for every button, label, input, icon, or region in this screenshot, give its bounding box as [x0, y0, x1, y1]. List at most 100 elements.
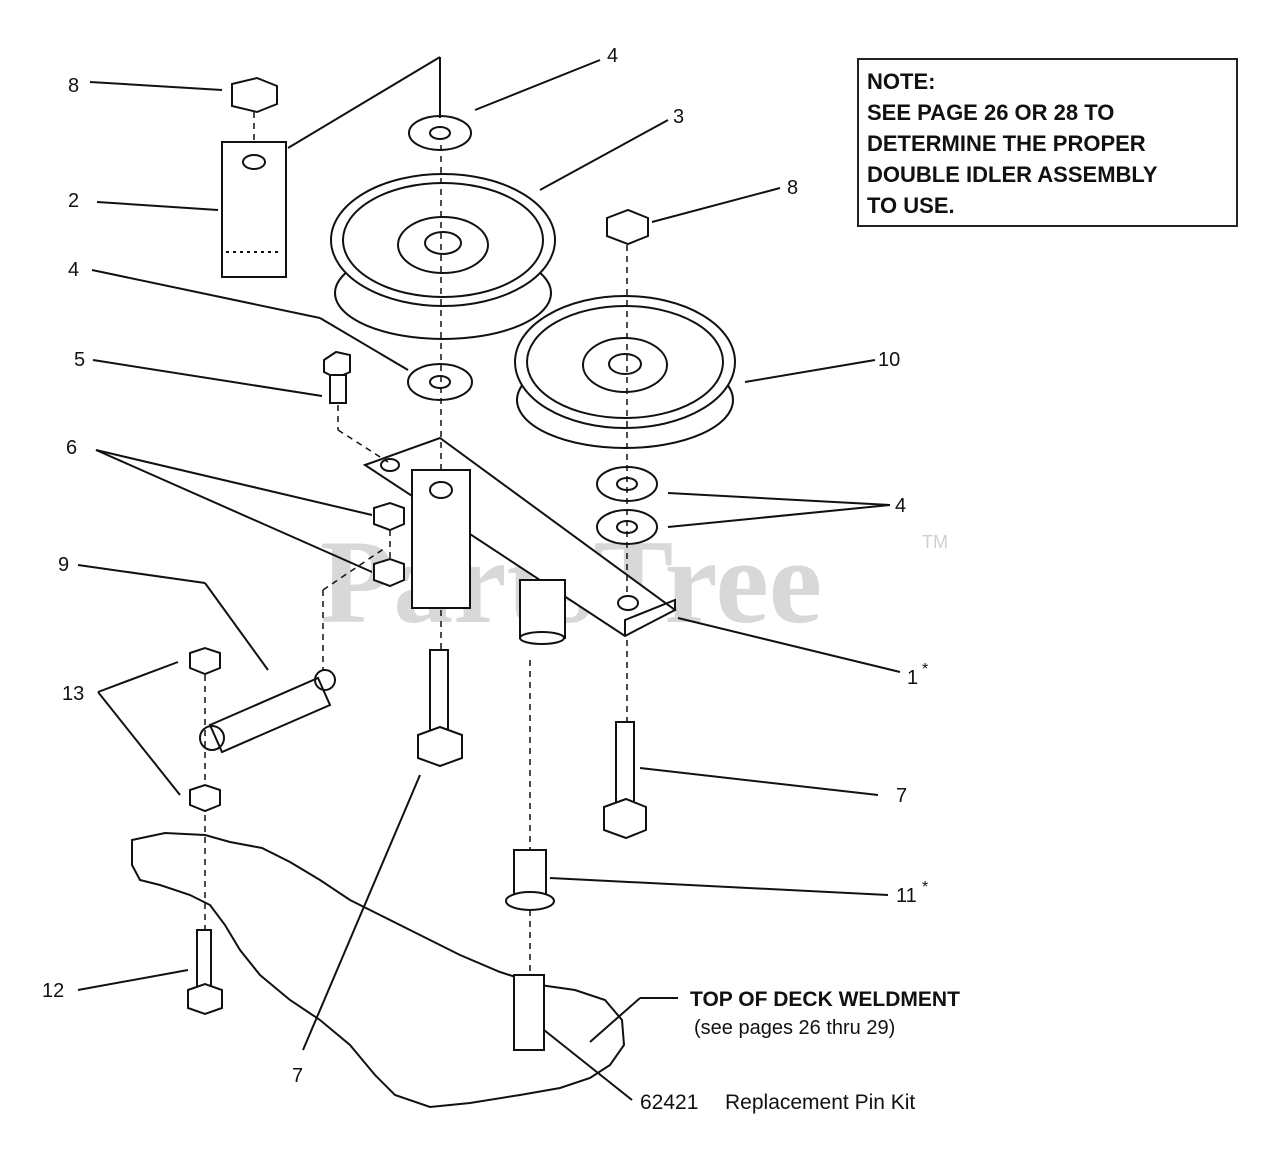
leader-deck: [589, 997, 641, 1043]
pulley-large-rim: [330, 173, 556, 307]
callout-13: 13: [62, 683, 84, 705]
callout-7-left: 7: [292, 1065, 303, 1087]
hex-nut-8-left: [231, 76, 278, 114]
leader-4-right-b: [667, 504, 891, 528]
deck-label-subtitle: (see pages 26 thru 29): [694, 1017, 895, 1039]
bolt-5-head: [323, 350, 351, 380]
deck-label-title: TOP OF DECK WELDMENT: [690, 988, 960, 1011]
leader-5: [92, 359, 323, 397]
pulley-small-bore: [608, 353, 642, 375]
callout-11: 11: [896, 885, 917, 907]
spacer-block: [411, 469, 471, 609]
callout-4-mid: 4: [68, 259, 79, 281]
bolt-7-left-shank: [429, 649, 449, 731]
leader-13-a: [97, 661, 179, 693]
washer-top: [408, 115, 472, 151]
hex-nut-13-upper: [189, 646, 221, 676]
hex-nut-6-upper: [373, 501, 405, 532]
callout-12: 12: [42, 980, 64, 1002]
callout-5: 5: [74, 349, 85, 371]
pulley-large-hub: [397, 216, 489, 274]
leader-11: [549, 877, 889, 896]
pulley-large-bore: [424, 231, 462, 255]
bolt-7-left-head: [417, 725, 463, 768]
leader-12: [77, 969, 189, 991]
deck-pin: [513, 974, 545, 1051]
axis-line: [322, 547, 386, 591]
leader-pin-kit: [543, 1029, 633, 1101]
spring-hook-right: [314, 669, 336, 691]
spacer-block-hole: [429, 481, 453, 499]
pin-kit-part-number: 62421: [640, 1091, 698, 1114]
note-line: TO USE.: [867, 193, 955, 218]
bolt-5-shank: [329, 374, 347, 404]
leader-4-top: [474, 59, 601, 111]
axis-line: [337, 429, 389, 463]
note-line: SEE PAGE 26 OR 28 TO: [867, 100, 1115, 125]
leader-8-right: [651, 187, 781, 223]
leader-3: [539, 119, 669, 191]
bracket-hole: [380, 458, 400, 472]
leader-4-right-a: [667, 492, 891, 506]
leader-10: [744, 359, 876, 383]
deck-weldment-outline: [131, 831, 626, 1109]
pin-11-collar: [505, 891, 555, 911]
leader-6-b: [95, 449, 373, 573]
washer-mid: [407, 363, 473, 401]
bolt-7-right-shank: [615, 721, 635, 803]
pulley-large-groove: [342, 182, 544, 298]
bolt-12-head: [187, 982, 223, 1016]
bracket-hole: [617, 595, 639, 611]
pin-kit-description: Replacement Pin Kit: [725, 1091, 915, 1114]
leader-4-mid-b: [319, 317, 409, 371]
spring-hook-left: [199, 725, 225, 751]
callout-3: 3: [673, 106, 684, 128]
leader-7-left: [302, 774, 421, 1051]
callout-2: 2: [68, 190, 79, 212]
callout-1-sup: *: [922, 661, 928, 678]
hex-nut-8-right: [606, 208, 649, 246]
washer-mid-hole: [429, 375, 451, 389]
pivot-tube-end: [519, 631, 565, 645]
spacer-post-hole: [242, 154, 266, 170]
callout-10: 10: [878, 349, 900, 371]
callout-9: 9: [58, 554, 69, 576]
washer-right-upper: [596, 466, 658, 502]
washer-right-lower: [596, 509, 658, 545]
callout-1: 1: [907, 667, 918, 689]
pulley-small-rim: [514, 295, 736, 429]
callout-8-left: 8: [68, 75, 79, 97]
leader-2: [96, 201, 219, 211]
watermark-tm: TM: [922, 532, 948, 552]
leader-4-mid: [91, 269, 321, 319]
spacer-post: [221, 141, 287, 278]
callout-11-sup: *: [922, 879, 928, 896]
bolt-12-shank: [196, 929, 212, 989]
callout-6: 6: [66, 437, 77, 459]
bolt-7-right-head: [603, 797, 647, 840]
leader-6-a: [95, 449, 373, 516]
note-line: NOTE:: [867, 69, 936, 94]
leader-9: [77, 564, 206, 584]
pulley-small-hub: [582, 337, 668, 393]
extension-spring: [208, 676, 332, 754]
note-line: DETERMINE THE PROPER: [867, 131, 1146, 156]
callout-8-right: 8: [787, 177, 798, 199]
pivot-tube: [519, 579, 566, 639]
leader-2-to-axis: [287, 56, 441, 149]
callout-4-top: 4: [607, 45, 618, 67]
leader-7-right: [639, 767, 879, 796]
leader-1: [677, 617, 901, 673]
washer-top-hole: [429, 126, 451, 140]
idler-bracket-flange: [624, 598, 676, 636]
pulley-small-groove: [526, 305, 724, 419]
hex-nut-13-lower: [189, 783, 221, 813]
callout-7-right: 7: [896, 785, 907, 807]
note-box: NOTE: SEE PAGE 26 OR 28 TO DETERMINE THE…: [857, 58, 1238, 227]
note-line: DOUBLE IDLER ASSEMBLY: [867, 162, 1158, 187]
callout-4-right: 4: [895, 495, 906, 517]
leader-9-b: [204, 582, 269, 671]
leader-8-left: [89, 81, 223, 91]
